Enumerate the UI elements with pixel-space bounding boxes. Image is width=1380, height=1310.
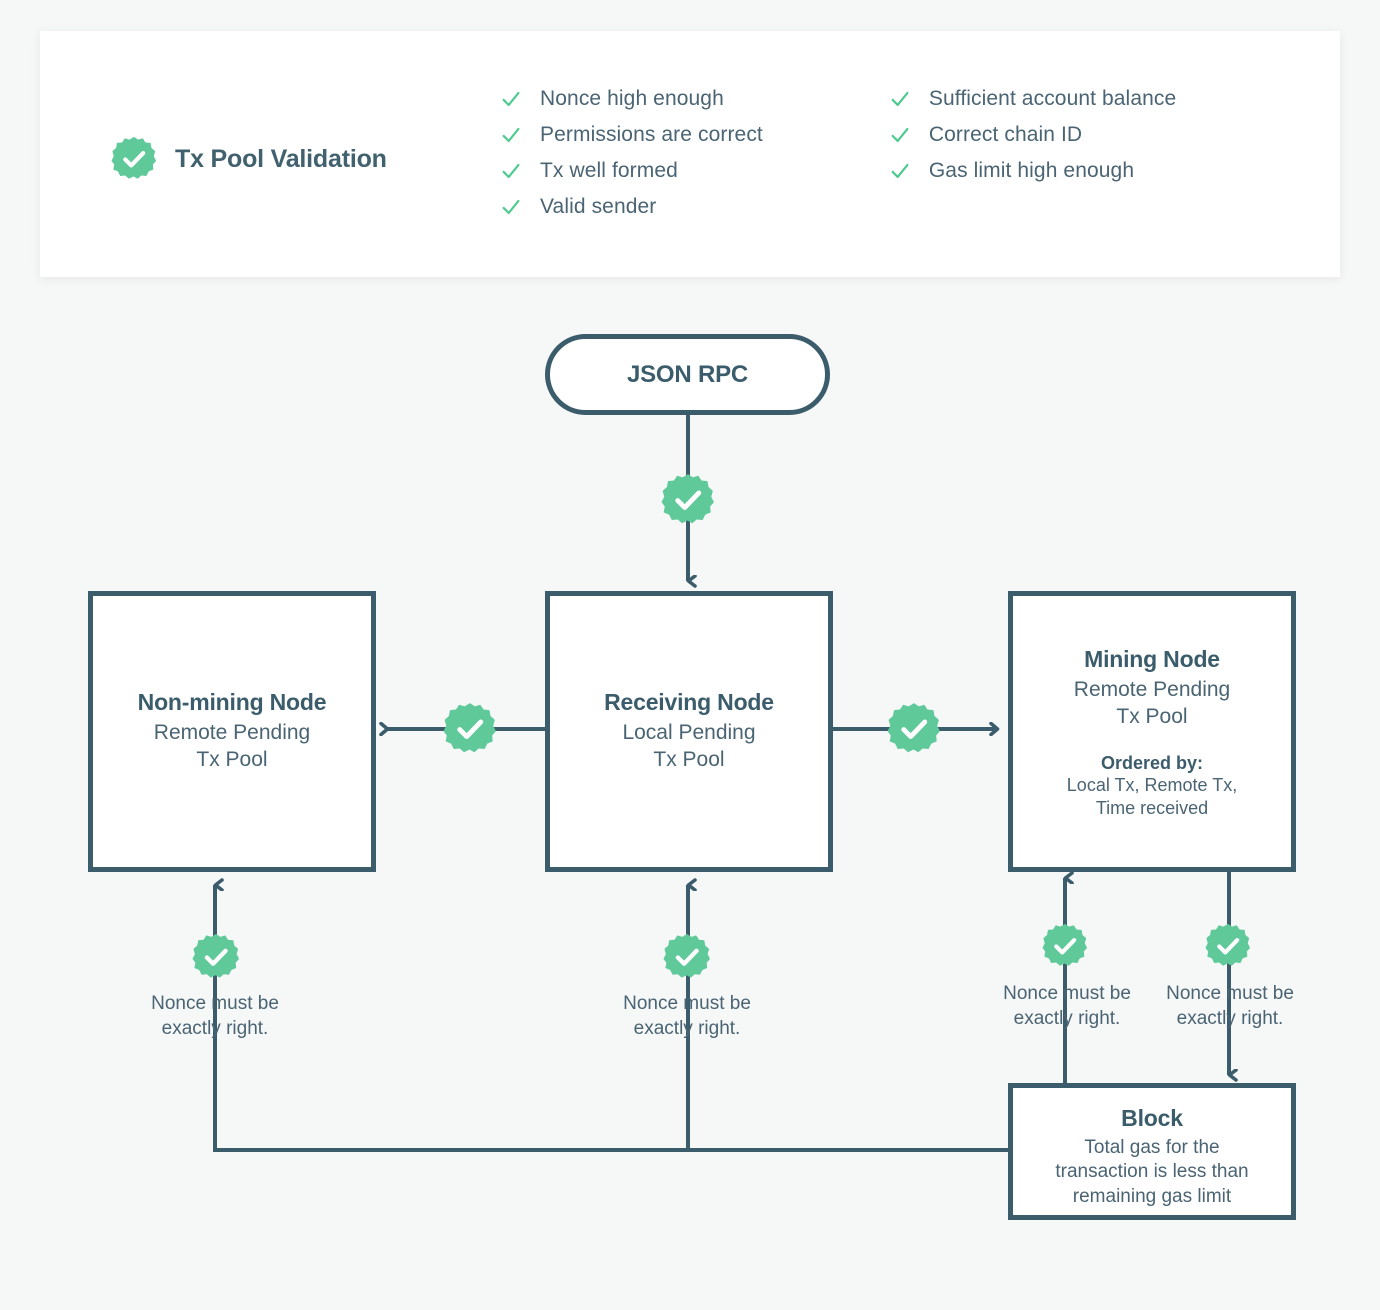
check-seal-icon xyxy=(111,136,157,182)
node-ordered-by-text: Local Tx, Remote Tx, Time received xyxy=(1066,774,1238,819)
node-mining[interactable]: Mining Node Remote Pending Tx Pool Order… xyxy=(1008,591,1296,872)
check-icon xyxy=(502,127,520,143)
checklist-item: Nonce high enough xyxy=(500,87,763,111)
check-seal-icon xyxy=(1205,923,1251,969)
checklist-item-label: Permissions are correct xyxy=(540,123,763,146)
node-subtitle: Total gas for the transaction is less th… xyxy=(1055,1137,1249,1207)
node-block[interactable]: Block Total gas for the transaction is l… xyxy=(1008,1083,1296,1220)
checklist-item-label: Gas limit high enough xyxy=(928,159,1135,182)
node-non-mining[interactable]: Non-mining Node Remote Pending Tx Pool xyxy=(88,591,376,872)
checklist-item: Tx well formed xyxy=(500,159,763,183)
checklist-item-label: Nonce high enough xyxy=(540,87,724,110)
validation-column-left: Nonce high enough Permissions are correc… xyxy=(500,87,763,219)
checklist-item-label: Sufficient account balance xyxy=(928,87,1177,110)
check-icon xyxy=(502,91,520,107)
checklist-item-label: Valid sender xyxy=(540,195,657,218)
check-seal-icon xyxy=(1042,923,1088,969)
node-title: JSON RPC xyxy=(626,360,749,388)
check-seal-icon xyxy=(661,473,715,527)
node-title: Receiving Node xyxy=(604,689,774,716)
checklist-item-label: Tx well formed xyxy=(540,159,678,182)
validation-title-group: Tx Pool Validation xyxy=(40,31,500,182)
validation-column-right: Sufficient account balance Correct chain… xyxy=(889,87,1176,219)
node-json-rpc[interactable]: JSON RPC xyxy=(545,334,830,415)
validation-title: Tx Pool Validation xyxy=(175,144,387,173)
checklist-item-label: Correct chain ID xyxy=(928,123,1083,146)
caption-nonce-nonmining: Nonce must be exactly right. xyxy=(151,993,279,1040)
check-icon xyxy=(891,127,909,143)
node-subtitle: Remote Pending Tx Pool xyxy=(1073,678,1231,728)
node-receiving[interactable]: Receiving Node Local Pending Tx Pool xyxy=(545,591,833,872)
caption-nonce-mining: Nonce must be exactly right. xyxy=(1003,983,1131,1030)
check-seal-icon xyxy=(663,933,711,981)
checklist-item: Correct chain ID xyxy=(889,123,1176,147)
node-title: Block xyxy=(1121,1105,1183,1131)
tx-pool-validation-card: Tx Pool Validation Nonce high enough Per… xyxy=(40,31,1340,277)
check-icon xyxy=(502,199,520,215)
node-subtitle: Local Pending Tx Pool xyxy=(622,721,756,771)
checklist-item: Valid sender xyxy=(500,195,763,219)
node-ordered-by-label: Ordered by: xyxy=(1100,752,1204,773)
checklist-item: Gas limit high enough xyxy=(889,159,1176,183)
node-title: Non-mining Node xyxy=(137,689,327,716)
caption-nonce-block: Nonce must be exactly right. xyxy=(1166,983,1294,1030)
check-seal-icon xyxy=(443,702,497,756)
check-icon xyxy=(502,163,520,179)
node-subtitle: Remote Pending Tx Pool xyxy=(153,721,311,771)
checklist-item: Sufficient account balance xyxy=(889,87,1176,111)
check-seal-icon xyxy=(192,933,240,981)
check-seal-icon xyxy=(887,702,941,756)
caption-nonce-receiving: Nonce must be exactly right. xyxy=(623,993,751,1040)
node-title: Mining Node xyxy=(1084,646,1220,672)
check-icon xyxy=(891,163,909,179)
check-icon xyxy=(891,91,909,107)
validation-checklist: Nonce high enough Permissions are correc… xyxy=(500,31,1176,219)
checklist-item: Permissions are correct xyxy=(500,123,763,147)
